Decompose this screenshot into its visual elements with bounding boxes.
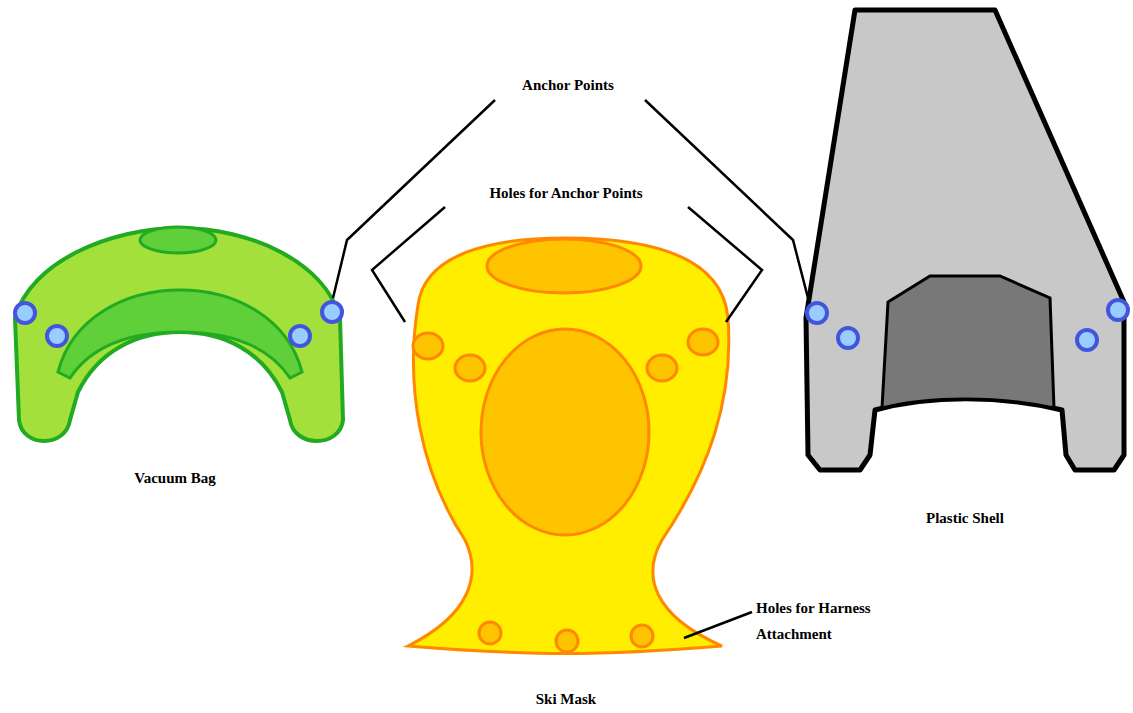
callout-label: Anchor Points: [522, 72, 614, 98]
callout-label: Holes for Anchor Points: [489, 180, 642, 206]
callout-label: Holes for Harness Attachment: [756, 595, 896, 647]
part-name: Vacuum Bag: [134, 465, 216, 491]
part-name: Plastic Shell: [926, 505, 1004, 531]
ski-mask: [408, 238, 729, 654]
plastic-shell: [806, 10, 1128, 470]
vacuum-bag: [15, 227, 343, 441]
part-name: Ski Mask: [536, 686, 596, 712]
leader-lines: [333, 100, 808, 638]
